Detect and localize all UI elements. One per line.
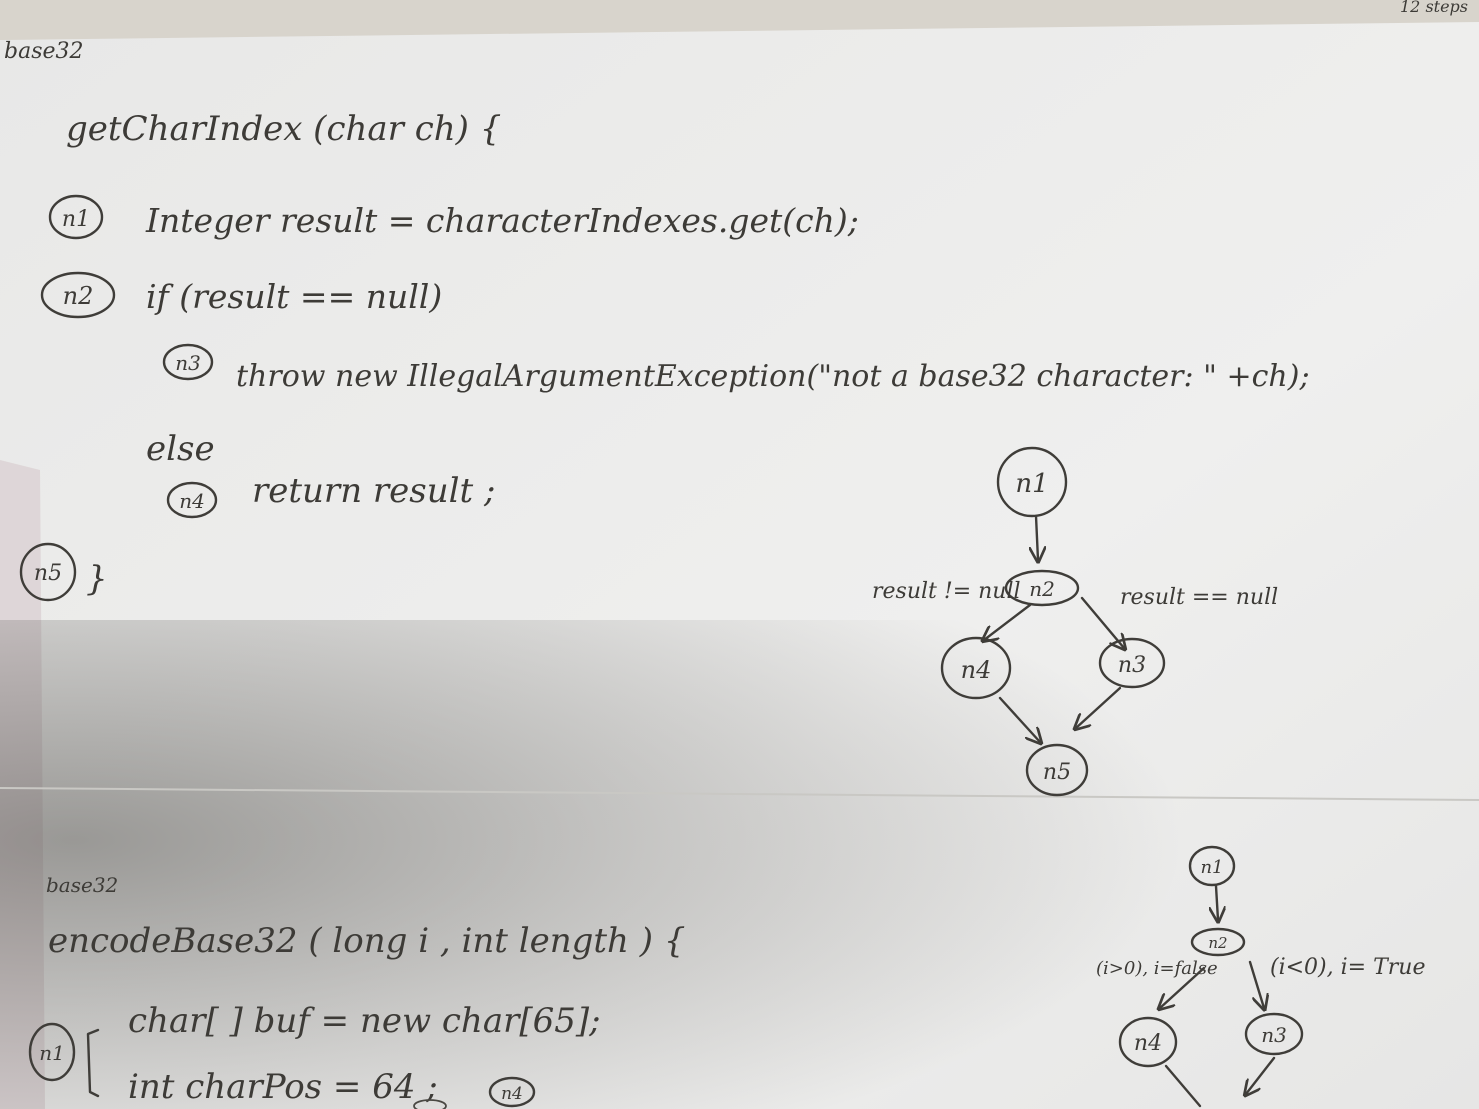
cfg1-edge-n2-n4 (984, 603, 1032, 640)
code-line-n2: if (result == null) (146, 277, 442, 316)
cfg1-node-n1 (996, 446, 1068, 518)
page1-signature: getCharIndex (char ch) { (66, 109, 501, 149)
page1-header: base32 (4, 39, 84, 64)
node-label-n2: n2 (63, 282, 94, 310)
cfg1-edge-label-right: result == null (1120, 585, 1278, 610)
node-marker-n3 (162, 343, 214, 381)
code-line-p2-1: char[ ] buf = new char[65]; (128, 1001, 601, 1041)
shadow-overlay (0, 620, 1479, 1109)
page2-header: base32 (46, 873, 118, 897)
cfg2-node-n1-label: n1 (1200, 857, 1223, 878)
cfg1-node-n5-label: n5 (1043, 760, 1071, 785)
cfg1-edge-n3-n5 (1076, 686, 1122, 728)
cfg1-node-n5 (1025, 743, 1089, 797)
node-label-p2-n1: n1 (39, 1041, 65, 1065)
cfg2-edge-n1-n2 (1216, 884, 1218, 920)
cropped-marker (413, 1099, 447, 1109)
code-line-n4: return result ; (252, 471, 495, 511)
page2-signature: encodeBase32 ( long i , int length ) { (48, 921, 685, 961)
cfg2-node-n2 (1190, 927, 1246, 957)
cfg2-node-n4-label: n4 (1134, 1031, 1162, 1056)
cfg1-node-n4 (940, 636, 1012, 700)
code-bracket (86, 1028, 100, 1098)
node-label-n1: n1 (62, 207, 90, 232)
node-label-n3: n3 (175, 351, 201, 375)
cfg2-edge-n2-n4 (1160, 966, 1206, 1008)
node-marker-n1 (48, 194, 104, 240)
cfg2-edge-label-right: (i<0), i= True (1270, 955, 1425, 980)
cfg1-edge-n4-n5 (998, 696, 1040, 742)
code-line-n5: } (86, 559, 108, 599)
sheet-fold-line (0, 787, 1479, 801)
node-marker-p2-n4 (488, 1076, 536, 1108)
cfg2-edge-n3-out (1246, 1056, 1276, 1094)
cfg1-node-n3-label: n3 (1118, 653, 1146, 678)
cfg1-node-n4-label: n4 (961, 656, 992, 684)
node-label-p2-n4: n4 (501, 1084, 523, 1104)
code-line-n3: throw new IllegalArgumentException("not … (236, 359, 1310, 394)
node-label-n4: n4 (179, 489, 205, 513)
cfg2-node-n4 (1118, 1016, 1178, 1068)
cfg2-node-n2-label: n2 (1208, 934, 1227, 952)
cfg2-node-n1 (1188, 845, 1236, 887)
cfg2-node-n3 (1244, 1012, 1304, 1056)
cfg2-edge-label-left: (i>0), i=false (1096, 958, 1218, 979)
cfg1-edge-n1-n2 (1036, 514, 1038, 560)
node-label-n5: n5 (34, 561, 62, 586)
cfg2-node-n3-label: n3 (1261, 1023, 1287, 1047)
cfg-graph-1: n1 n2 result != null result == null n4 n… (872, 446, 1278, 797)
node-marker-n5 (19, 542, 77, 602)
cfg1-edge-n2-n3 (1080, 596, 1124, 648)
cfg-graph-2: n1 n2 (i>0), i=false (i<0), i= True n4 n… (1096, 845, 1425, 1108)
node-marker-p2-n1 (28, 1022, 76, 1082)
code-line-else: else (146, 429, 215, 469)
code-line-n1: Integer result = characterIndexes.get(ch… (145, 201, 859, 240)
code-line-p2-2: int charPos = 64 ; (128, 1067, 438, 1107)
cfg2-edge-n4-out (1164, 1064, 1202, 1108)
cfg1-node-n2 (1004, 569, 1080, 607)
cfg1-edge-label-left: result != null (872, 579, 1021, 604)
cfg1-node-n2-label: n2 (1029, 577, 1055, 601)
corner-note: 12 steps (1400, 0, 1468, 16)
cfg2-edge-n2-n3 (1248, 960, 1264, 1008)
cfg1-node-n3 (1098, 637, 1166, 689)
node-marker-n4 (166, 481, 218, 519)
cfg1-node-n1-label: n1 (1015, 469, 1048, 499)
node-marker-n2 (40, 271, 116, 319)
